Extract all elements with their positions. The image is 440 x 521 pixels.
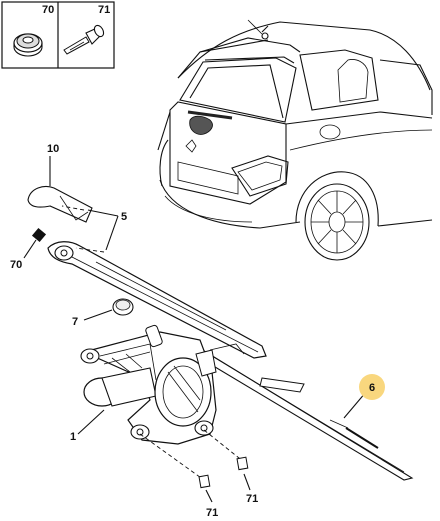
callout-10: 10 (47, 143, 59, 155)
grommet-marker (31, 227, 47, 243)
callout-71-left: 71 (206, 507, 218, 519)
callout-71-right: 71 (246, 493, 258, 505)
clip-markers (139, 429, 249, 489)
legend-label-70: 70 (42, 4, 54, 16)
callout-highlight (359, 374, 385, 400)
spindle-nut (112, 298, 134, 316)
callout-5: 5 (121, 211, 127, 223)
legend-box: 70 71 (1, 1, 115, 69)
car-wiper-highlight (187, 110, 233, 135)
wiper-motor (80, 324, 245, 445)
wiper-blade (189, 345, 414, 481)
legend-label-71: 71 (98, 4, 110, 16)
car-illustration (157, 19, 433, 261)
callout-7: 7 (72, 316, 78, 328)
callout-1: 1 (70, 431, 76, 443)
wiper-arm (47, 241, 267, 359)
arm-cap (27, 185, 93, 223)
push-clip-icon (63, 24, 105, 55)
leader-lines (23, 156, 367, 503)
callout-70: 70 (10, 259, 22, 271)
grommet-icon (13, 33, 43, 57)
callout-6: 6 (369, 382, 375, 394)
